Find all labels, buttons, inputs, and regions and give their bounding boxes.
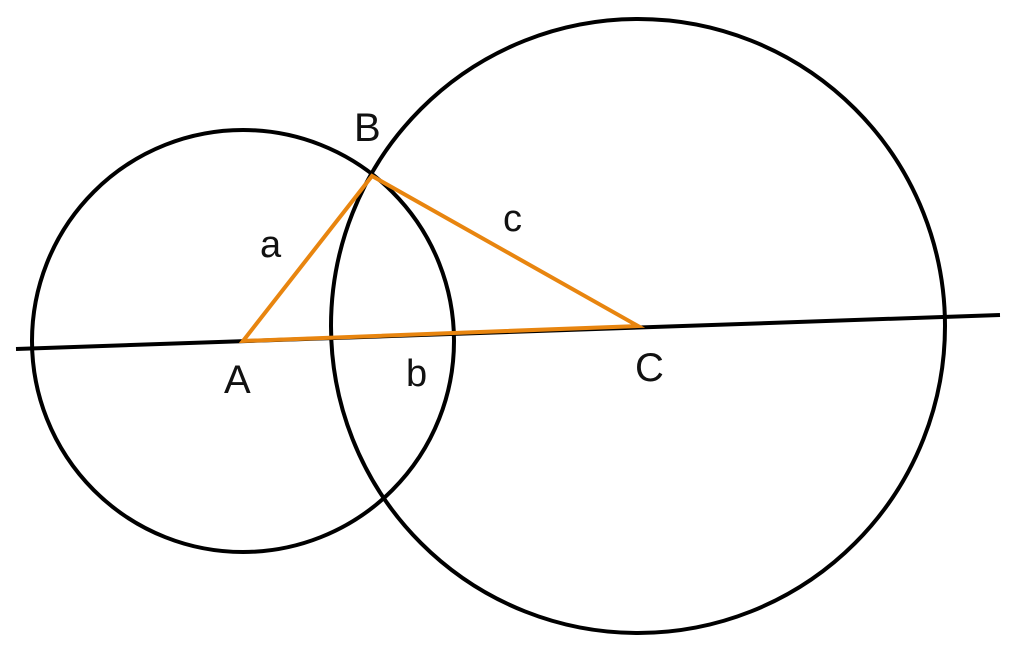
point-b-label: B	[354, 106, 381, 150]
segment-c-label: c	[503, 198, 522, 240]
circle-centered-a	[30, 128, 456, 554]
segment-a-label: a	[260, 224, 282, 266]
point-c-label: C	[635, 346, 664, 390]
triangle-abc	[238, 173, 646, 344]
circle-centered-c	[329, 17, 947, 635]
point-a-label: A	[224, 358, 251, 402]
segment-b-label: b	[406, 353, 427, 395]
